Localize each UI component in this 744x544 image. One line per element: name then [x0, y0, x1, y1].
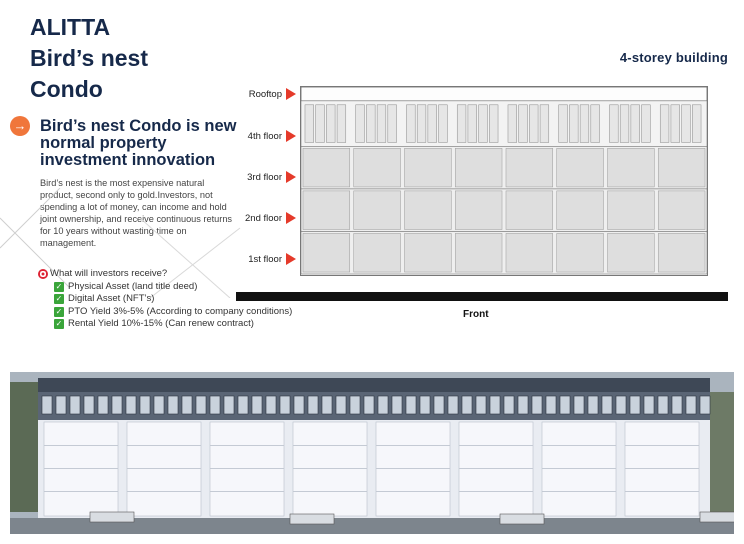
checkmark-icon: ✓: [54, 281, 64, 292]
triangle-right-icon: [286, 88, 296, 100]
checkmark-icon: ✓: [54, 319, 64, 330]
triangle-right-icon: [286, 253, 296, 265]
benefits-question: What will investors receive?: [38, 268, 328, 281]
title-line-3: Condo: [30, 76, 103, 102]
benefit-text: PTO Yield 3%-5% (According to company co…: [68, 305, 293, 317]
target-icon: [38, 269, 48, 280]
investor-benefits: What will investors receive? ✓ Physical A…: [38, 268, 328, 331]
floor-label-1: 1st floor: [226, 253, 296, 265]
building-type-label: 4-storey building: [619, 50, 728, 65]
benefit-text: Physical Asset (land title deed): [68, 280, 198, 292]
floor-label-text: 4th floor: [247, 130, 282, 142]
page-title: ALITTA Bird’s nest Condo: [30, 12, 230, 105]
benefit-text: Rental Yield 10%-15% (Can renew contract…: [68, 318, 254, 329]
floor-label-text: 1st floor: [248, 253, 282, 265]
benefits-question-text: What will investors receive?: [50, 268, 168, 279]
floor-label-2: 2nd floor: [226, 212, 296, 224]
headline: Bird’s nest Condo is new normal property…: [40, 117, 237, 169]
ground-line: [236, 292, 728, 301]
front-label: Front: [463, 309, 489, 320]
floor-label-4: 4th floor: [226, 130, 296, 142]
list-item: ✓ Rental Yield 10%-15% (Can renew contrac…: [54, 318, 328, 331]
floor-label-text: 3rd floor: [247, 171, 282, 183]
checkmark-icon: ✓: [54, 294, 64, 305]
title-line-1: ALITTA: [30, 14, 111, 40]
triangle-right-icon: [286, 171, 296, 183]
triangle-right-icon: [286, 130, 296, 142]
benefit-text: Digital Asset (NFT’s): [68, 293, 155, 304]
floor-label-text: 2nd floor: [245, 212, 282, 224]
list-item: ✓ Digital Asset (NFT’s): [54, 293, 328, 306]
benefits-list: ✓ Physical Asset (land title deed) ✓ Digit…: [54, 281, 328, 331]
building-elevation-drawing: [300, 86, 708, 276]
arrow-right-icon: →: [10, 116, 30, 136]
floor-label-3: 3rd floor: [226, 171, 296, 183]
building-photo: [10, 372, 734, 534]
checkmark-icon: ✓: [54, 306, 64, 317]
list-item: ✓ PTO Yield 3%-5% (According to company c…: [54, 306, 328, 319]
floor-label-text: Rooftop: [248, 88, 282, 100]
list-item: ✓ Physical Asset (land title deed): [54, 281, 328, 294]
title-line-2: Bird’s nest: [30, 45, 149, 71]
triangle-right-icon: [286, 212, 296, 224]
description-text: Bird’s nest is the most expensive natura…: [40, 178, 233, 248]
floor-label-rooftop: Rooftop: [226, 88, 296, 100]
